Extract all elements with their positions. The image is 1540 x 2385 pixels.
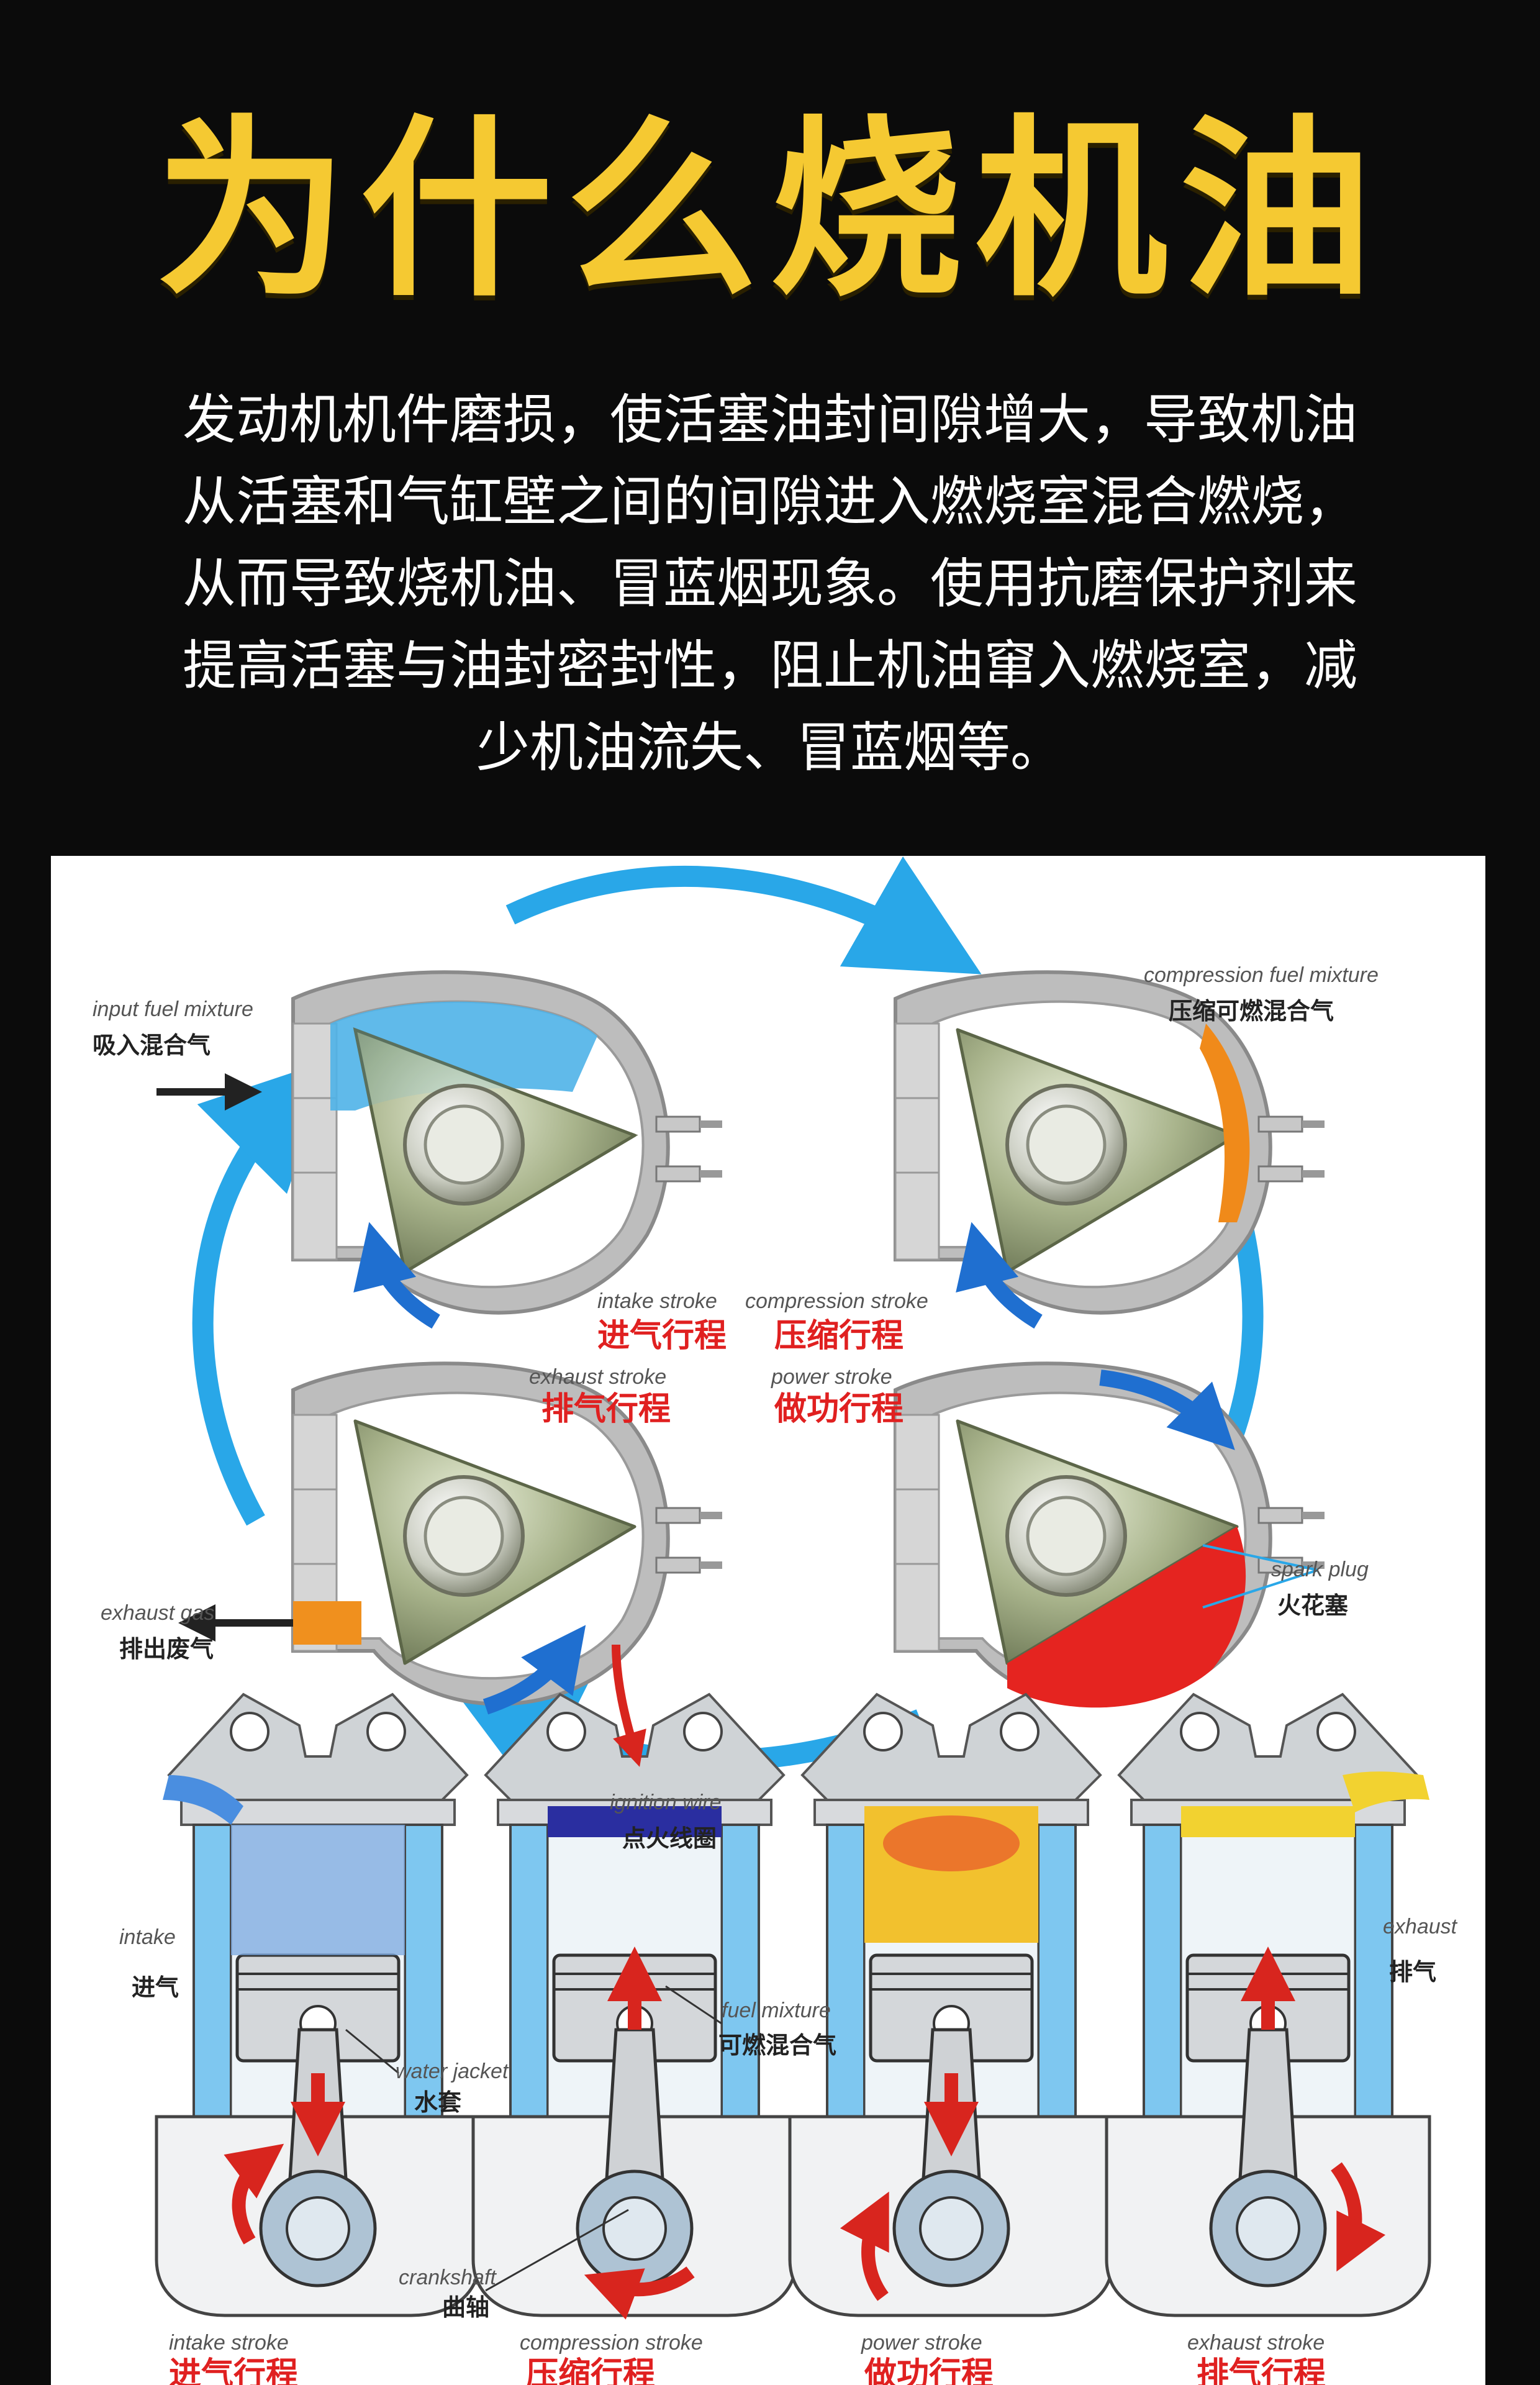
fuel-mixture-pointer	[665, 1985, 722, 2025]
rotation-arrow-icon	[224, 2143, 284, 2245]
rotation-arrow-icon	[584, 2266, 695, 2320]
rotary-intake-diagram	[156, 972, 722, 1329]
water-jacket-pointer	[345, 2028, 399, 2074]
fuel-mixture-label-cn: 可燃混合气	[718, 2032, 836, 2059]
compression-stroke-label-en: compression stroke	[745, 1289, 928, 1313]
piston-stroke-label-cn: 排气行程	[1197, 2355, 1326, 2385]
intro-text: 发动机机件磨损，使活塞油封间隙增大，导致机油 从活塞和气缸壁之间的间隙进入燃烧室…	[161, 379, 1379, 789]
ignition-wire-label-en: ignition wire	[610, 1791, 722, 1814]
engine-diagram: input fuel mixture 吸入混合气 compression fue…	[93, 856, 1458, 2385]
spark-plug-label-en: spark plug	[1271, 1558, 1369, 1581]
compression-stroke-label-cn: 压缩行程	[774, 1317, 904, 1355]
piston-stroke-label-en: compression stroke	[520, 2331, 703, 2355]
input-fuel-label-en: input fuel mixture	[93, 997, 253, 1021]
water-jacket-label-cn: 水套	[414, 2089, 461, 2116]
spark-plug-pointer	[1202, 1569, 1318, 1609]
intake-stroke-label-en: intake stroke	[597, 1289, 717, 1313]
piston-stroke-label-en: exhaust stroke	[1187, 2331, 1325, 2355]
cycle-arrow-icon	[192, 1059, 332, 1526]
crankshaft-pointer	[485, 2209, 629, 2292]
rotary-power-diagram	[895, 1363, 1325, 1708]
page-title: 为什么烧机油	[155, 99, 1385, 323]
spark-plug-label-cn: 火花塞	[1277, 1592, 1348, 1619]
rotary-exhaust-diagram	[178, 1363, 722, 1715]
piston-power-diagram	[790, 1694, 1113, 2315]
intake-label-cn: 进气	[132, 1974, 179, 2001]
ignition-arrow-icon	[612, 1644, 646, 1767]
intro-line: 从活塞和气缸壁之间的间隙进入燃烧室混合燃烧，	[183, 471, 1357, 533]
input-fuel-label-cn: 吸入混合气	[93, 1032, 211, 1059]
rotation-arrow-icon	[1099, 1370, 1235, 1450]
intro-line: 少机油流失、冒蓝烟等。	[476, 717, 1064, 779]
water-jacket-label-en: water jacket	[396, 2060, 509, 2083]
exhaust-gas-label-en: exhaust gas	[101, 1601, 214, 1625]
piston-stroke-label-cn: 进气行程	[169, 2355, 298, 2385]
engine-diagram-panel: input fuel mixture 吸入混合气 compression fue…	[51, 856, 1485, 2385]
intro-line: 发动机机件磨损，使活塞油封间隙增大，导致机油	[183, 389, 1357, 451]
crankshaft-label-cn: 曲轴	[442, 2294, 489, 2321]
fuel-mixture-label-en: fuel mixture	[722, 1999, 831, 2022]
intro-line: 提高活塞与油封密封性，阻止机油窜入燃烧室，减	[183, 635, 1357, 697]
power-stroke-label-cn: 做功行程	[774, 1390, 904, 1428]
piston-stroke-label-cn: 压缩行程	[526, 2355, 655, 2385]
rotation-arrow-icon	[482, 1625, 586, 1715]
rotation-arrow-icon	[840, 2191, 889, 2301]
piston-stroke-label-en: intake stroke	[169, 2331, 289, 2355]
power-stroke-label-en: power stroke	[771, 1365, 892, 1389]
compression-fuel-label-cn: 压缩可燃混合气	[1169, 997, 1334, 1025]
intake-label-en: intake	[119, 1925, 176, 1949]
rotation-arrow-icon	[353, 1222, 440, 1329]
compression-fuel-label-en: compression fuel mixture	[1144, 963, 1379, 987]
piston-exhaust-diagram	[1107, 1694, 1429, 2315]
exhaust-gas-label-cn: 排出废气	[119, 1635, 214, 1663]
rotary-engine-section: input fuel mixture 吸入混合气 compression fue…	[93, 856, 1379, 1795]
rotation-arrow-icon	[1331, 2162, 1386, 2272]
piston-stroke-label-en: power stroke	[861, 2331, 982, 2355]
piston-intake-diagram	[156, 1694, 479, 2315]
intake-stroke-label-cn: 进气行程	[597, 1317, 727, 1355]
exhaust-label-cn: 排气	[1389, 1958, 1436, 1986]
piston-stroke-label-cn: 做功行程	[864, 2355, 994, 2385]
crankshaft-label-en: crankshaft	[399, 2266, 497, 2289]
exhaust-stroke-label-cn: 排气行程	[541, 1390, 671, 1428]
rotation-arrow-icon	[956, 1222, 1043, 1329]
cycle-arrow-icon	[505, 856, 982, 974]
spark-plug-pointer	[1202, 1544, 1318, 1571]
piston-engine-section: ignition wire 点火线圈 intake 进气 exhaust 排气 …	[119, 1644, 1458, 2385]
intro-line: 从而导致烧机油、冒蓝烟现象。使用抗磨保护剂来	[183, 553, 1357, 615]
rotary-compression-diagram	[895, 972, 1325, 1329]
piston-compression-diagram	[473, 1644, 796, 2320]
ignition-wire-label-cn: 点火线圈	[622, 1825, 717, 1852]
exhaust-stroke-label-en: exhaust stroke	[529, 1365, 666, 1389]
exhaust-label-en: exhaust	[1383, 1915, 1458, 1938]
